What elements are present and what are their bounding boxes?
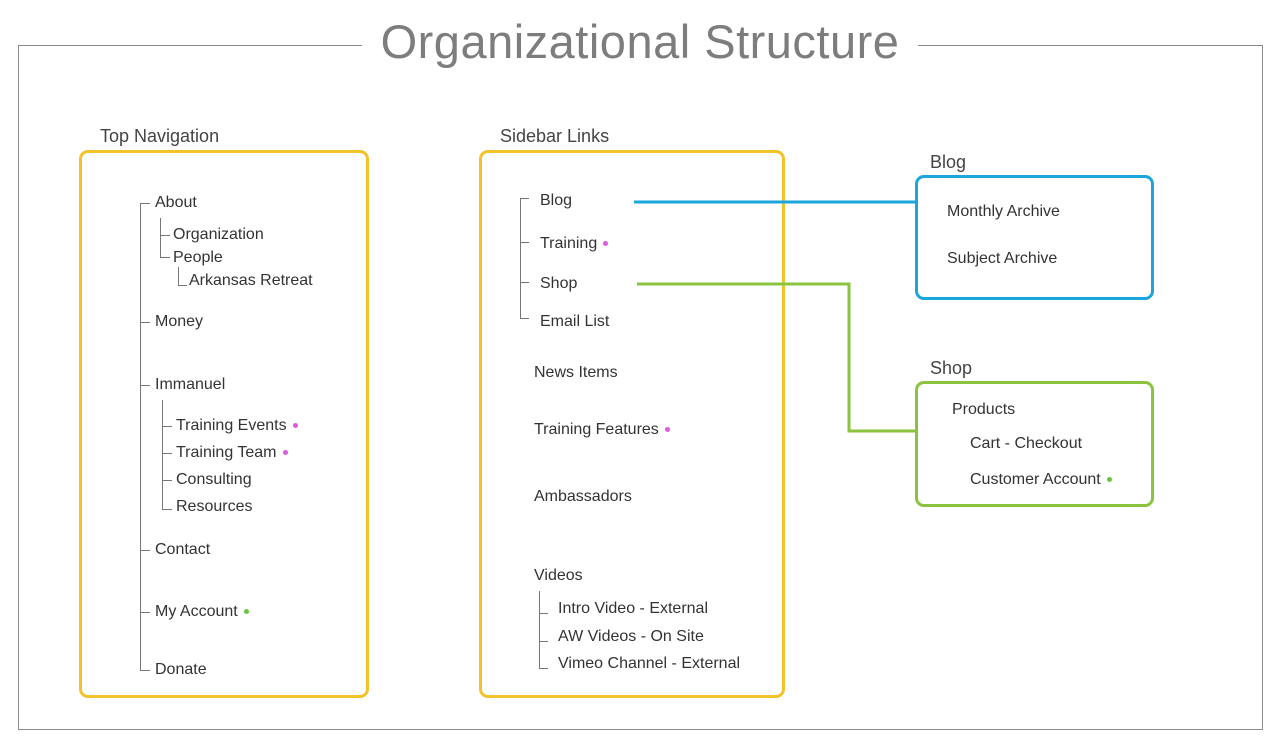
- tree-branch: [160, 257, 170, 258]
- shop-item-customer-account-label: Customer Account: [970, 471, 1101, 488]
- tree-branch: [520, 242, 529, 243]
- top-navigation-box: [79, 150, 369, 698]
- people-subtree-line: [178, 267, 179, 285]
- nav-item-people: People: [173, 249, 223, 266]
- marker-dot-green: [243, 609, 249, 615]
- marker-dot-green: [1106, 477, 1112, 483]
- blog-item-subject-archive: Subject Archive: [947, 250, 1058, 267]
- tree-branch: [162, 480, 172, 481]
- video-item-vimeo-channel: Vimeo Channel - External: [558, 655, 741, 672]
- nav-item-training-events: Training Events: [176, 416, 298, 436]
- sidebar-tree-trunk: [520, 198, 521, 318]
- nav-item-my-account-label: My Account: [155, 603, 238, 620]
- tree-branch: [178, 285, 187, 286]
- shop-box: [915, 381, 1154, 507]
- nav-item-donate: Donate: [155, 661, 207, 678]
- sidebar-links-box: [479, 150, 785, 698]
- tree-branch: [160, 235, 170, 236]
- sidebar-links-label: Sidebar Links: [500, 126, 610, 146]
- tree-branch: [162, 509, 172, 510]
- nav-item-training-team: Training Team: [176, 443, 288, 463]
- nav-item-money: Money: [155, 313, 204, 330]
- nav-item-about: About: [155, 194, 197, 211]
- tree-branch: [539, 641, 548, 642]
- sidebar-item-training-label: Training: [540, 235, 598, 252]
- nav-item-arkansas-retreat: Arkansas Retreat: [189, 272, 313, 289]
- shop-item-cart-checkout: Cart - Checkout: [970, 435, 1083, 452]
- marker-dot-magenta: [603, 241, 609, 247]
- nav-item-my-account: My Account: [155, 602, 249, 622]
- shop-item-products: Products: [952, 401, 1016, 418]
- nav-item-contact: Contact: [155, 541, 211, 558]
- sidebar-item-blog: Blog: [540, 192, 573, 209]
- nav-item-organization: Organization: [173, 226, 264, 243]
- about-subtree-line: [160, 218, 161, 257]
- tree-branch: [140, 322, 150, 323]
- tree-branch: [140, 670, 150, 671]
- tree-branch: [140, 385, 150, 386]
- top-nav-tree-trunk: [140, 203, 141, 670]
- tree-branch: [140, 203, 150, 204]
- blog-box: [915, 175, 1154, 300]
- immanuel-subtree-line: [162, 400, 163, 510]
- diagram-title: Organizational Structure: [362, 10, 918, 74]
- sidebar-item-training: Training: [540, 234, 609, 254]
- shop-section-label: Shop: [930, 358, 973, 378]
- tree-branch: [520, 318, 529, 319]
- nav-item-training-team-label: Training Team: [176, 444, 277, 461]
- marker-dot-magenta: [664, 427, 670, 433]
- tree-branch: [140, 550, 150, 551]
- videos-subtree-line: [539, 591, 540, 668]
- nav-item-immanuel: Immanuel: [155, 376, 226, 393]
- video-item-aw-videos: AW Videos - On Site: [558, 628, 704, 645]
- video-item-intro: Intro Video - External: [558, 600, 709, 617]
- blog-item-monthly-archive: Monthly Archive: [947, 203, 1060, 220]
- tree-branch: [162, 453, 172, 454]
- nav-item-consulting: Consulting: [176, 471, 252, 488]
- tree-branch: [539, 668, 548, 669]
- blog-section-label: Blog: [930, 152, 967, 172]
- shop-connector-line: [637, 282, 917, 433]
- sidebar-item-news-items: News Items: [534, 364, 618, 381]
- marker-dot-magenta: [282, 450, 288, 456]
- tree-branch: [520, 198, 529, 199]
- tree-branch: [539, 613, 548, 614]
- tree-branch: [162, 426, 172, 427]
- tree-branch: [140, 612, 150, 613]
- sidebar-item-shop: Shop: [540, 275, 578, 292]
- sidebar-item-videos: Videos: [534, 567, 583, 584]
- shop-item-customer-account: Customer Account: [970, 470, 1112, 490]
- sidebar-item-email-list: Email List: [540, 313, 610, 330]
- marker-dot-magenta: [292, 423, 298, 429]
- nav-item-resources: Resources: [176, 498, 253, 515]
- nav-item-training-events-label: Training Events: [176, 417, 287, 434]
- sidebar-item-ambassadors: Ambassadors: [534, 488, 632, 505]
- top-navigation-label: Top Navigation: [100, 126, 220, 146]
- sidebar-item-training-features: Training Features: [534, 420, 670, 440]
- sidebar-item-training-features-label: Training Features: [534, 421, 659, 438]
- tree-branch: [520, 282, 529, 283]
